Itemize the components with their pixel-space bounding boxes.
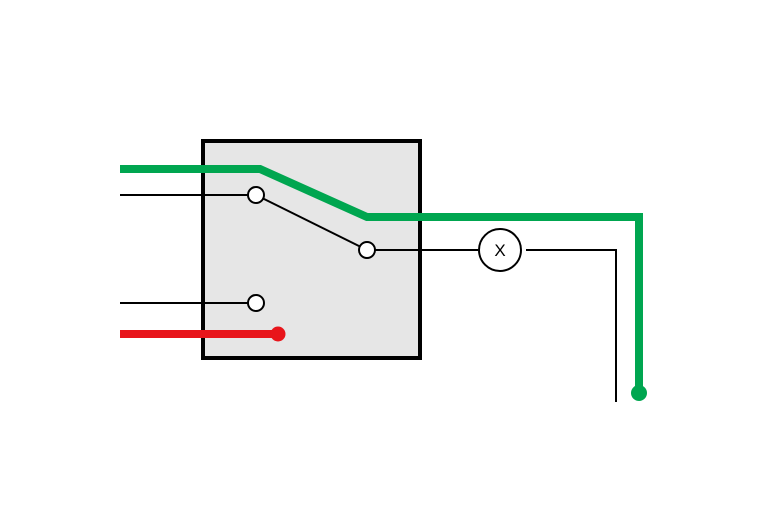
lower-terminal [247,294,265,312]
lamp-return-wire [526,249,617,402]
green-path-end-dot [631,385,647,401]
common-terminal [358,241,376,259]
red-wire-end-dot [270,326,286,342]
lamp-label: X [494,241,505,260]
green-live-path [120,165,643,393]
lamp-circle [478,228,522,272]
upper-terminal [247,186,265,204]
switch-lever [255,194,368,251]
